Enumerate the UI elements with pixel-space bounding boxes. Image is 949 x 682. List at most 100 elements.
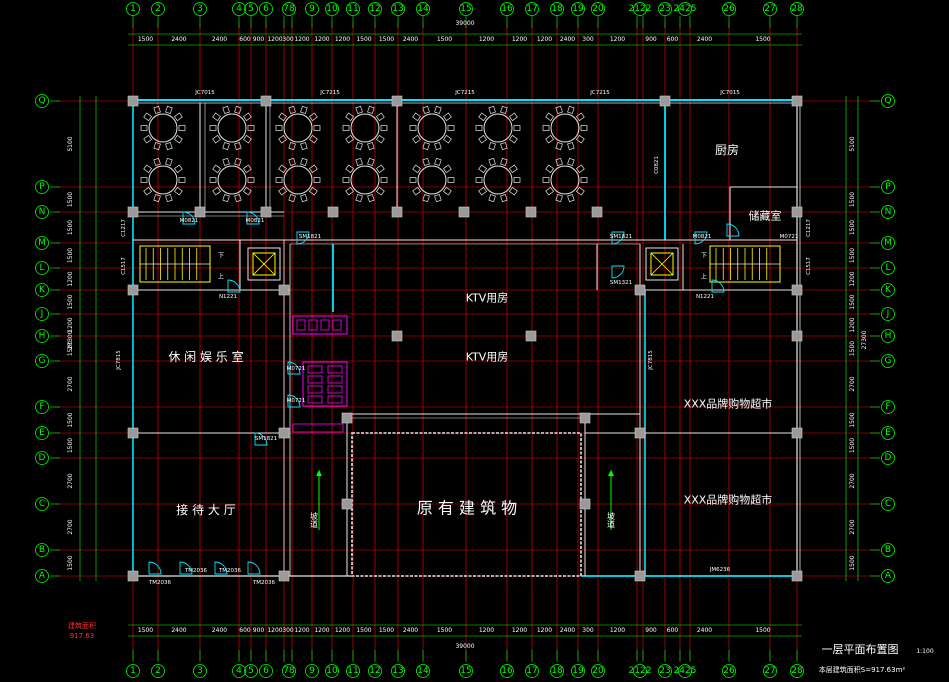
dimension-text: 1500 [67, 341, 74, 356]
chair [442, 134, 452, 144]
chair [575, 164, 585, 174]
chair [567, 157, 575, 166]
axis-bubble-column [151, 664, 165, 678]
dimension-text: 1200 [849, 271, 856, 286]
chair [422, 142, 430, 151]
chair [545, 186, 555, 196]
structural-column [525, 206, 537, 218]
door-swing [179, 561, 193, 575]
dimension-text: 1200 [267, 36, 282, 43]
axis-bubble-column [500, 664, 514, 678]
chair [442, 112, 452, 122]
axis-bubble-row [35, 205, 49, 219]
axis-bubble-row [35, 180, 49, 194]
chair [345, 134, 355, 144]
axis-bubble-row [35, 497, 49, 511]
chair [478, 134, 488, 144]
dimension-text: 1500 [849, 341, 856, 356]
dimension-text: 1500 [67, 555, 74, 570]
chair [165, 142, 173, 151]
chair [308, 112, 318, 122]
chair [308, 164, 318, 174]
dimension-text: 900 [253, 627, 265, 634]
door-swing [148, 561, 162, 575]
red-area-label: 建筑面积 [68, 621, 96, 630]
axis-bubble-label: D [39, 453, 46, 463]
chair [478, 112, 488, 122]
axis-bubble-label: 20 [592, 4, 604, 14]
window-label: C0821 [654, 156, 660, 174]
axis-bubble-column [193, 664, 207, 678]
axis-bubble-column [259, 664, 273, 678]
chair [434, 142, 442, 151]
chair [508, 186, 518, 196]
axis-bubble-column [346, 664, 360, 678]
chair [508, 134, 518, 144]
axis-bubble-column [633, 664, 647, 678]
red-area-value: 917.63 [70, 632, 95, 640]
toilet-sinks [292, 423, 344, 433]
chair [355, 142, 363, 151]
chair [212, 134, 222, 144]
axis-bubble-label: 15 [460, 666, 471, 676]
dimension-text: 1200 [335, 627, 350, 634]
dimension-text: 1200 [314, 627, 329, 634]
dimension-text: 1500 [67, 412, 74, 427]
structural-column [327, 206, 339, 218]
room-label-storage: 储藏室 [749, 209, 782, 223]
axis-bubble-row [881, 400, 895, 414]
chair [447, 177, 455, 183]
structural-column [278, 427, 290, 439]
axis-bubble-label: 17 [526, 666, 537, 676]
axis-bubble-column [571, 664, 585, 678]
chair [173, 186, 183, 196]
axis-bubble-row [35, 426, 49, 440]
axis-bubbles: 1122334455667878991010111112121313141415… [35, 2, 895, 678]
dimension-text: 900 [645, 627, 657, 634]
axis-bubble-row [35, 307, 49, 321]
dimension-text: 2400 [403, 36, 418, 43]
chair [488, 105, 496, 114]
axis-bubble-row [35, 543, 49, 557]
dimension-text: 2400 [171, 36, 186, 43]
window-label: JC7215 [454, 90, 475, 96]
toilet-fixture [327, 375, 343, 384]
ramp-arrow-head [608, 470, 614, 476]
chair [345, 164, 355, 174]
chair [412, 186, 422, 196]
columns [127, 95, 803, 582]
door-label: TM2036 [184, 568, 208, 574]
elevator-right-car [650, 252, 674, 276]
round-table [550, 165, 580, 195]
axis-bubble-column [244, 2, 258, 16]
stair-down-label-right: 下 [701, 253, 707, 260]
chair [234, 194, 242, 203]
axis-bubble-label: 18 [551, 666, 563, 676]
chair [375, 112, 385, 122]
structural-column [525, 330, 537, 342]
axis-bubble-column [722, 2, 736, 16]
structural-column [591, 206, 603, 218]
chair [178, 177, 186, 183]
chair [275, 177, 283, 183]
axis-bubble-column [232, 2, 246, 16]
dimension-text: 1200 [610, 627, 625, 634]
axis-bubble-label: 13 [392, 666, 403, 676]
axis-bubble-column [368, 2, 382, 16]
dimension-text: 1200 [267, 627, 282, 634]
dimension-text: 1500 [67, 248, 74, 263]
axis-bubble-label: 14 [417, 666, 429, 676]
dimension-text: 5100 [849, 136, 856, 151]
axis-bubble-label: Q [884, 96, 891, 106]
dimension-text: 2400 [171, 627, 186, 634]
axis-bubble-label: 78 [283, 666, 295, 676]
chair [165, 194, 173, 203]
dimension-text: 2400 [697, 627, 712, 634]
axis-bubble-row [881, 261, 895, 275]
chair [342, 177, 350, 183]
structural-column [391, 206, 403, 218]
chair [288, 105, 296, 114]
axis-bubble-column [325, 664, 339, 678]
chair [500, 142, 508, 151]
axis-bubble-column [790, 664, 804, 678]
